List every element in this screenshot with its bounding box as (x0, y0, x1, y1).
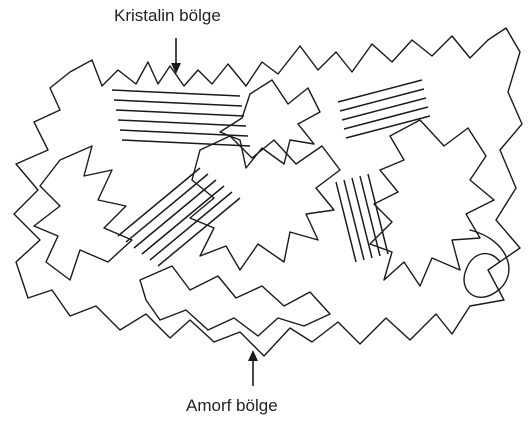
amorphous-chain-top (219, 79, 321, 169)
crystalline-lamella-center-left (117, 167, 241, 267)
crystalline-lamella-center-right (335, 173, 389, 263)
crystalline-arrow (171, 38, 181, 74)
amorphous-chain-center (189, 135, 341, 271)
amorphous-chain-bottom (139, 265, 331, 337)
amorphous-arrow (248, 350, 258, 386)
crystalline-lamella-top-left (111, 89, 251, 147)
amorphous-outer-chain (13, 27, 523, 357)
amorphous-chain-left (33, 145, 133, 281)
crystalline-lamella-top-right (337, 79, 431, 139)
amorphous-region-label: Amorf bölge (186, 396, 278, 415)
amorphous-chain-loop (463, 229, 510, 298)
amorphous-chain-right (369, 119, 495, 287)
crystalline-region-label: Kristalin bölge (114, 6, 221, 25)
